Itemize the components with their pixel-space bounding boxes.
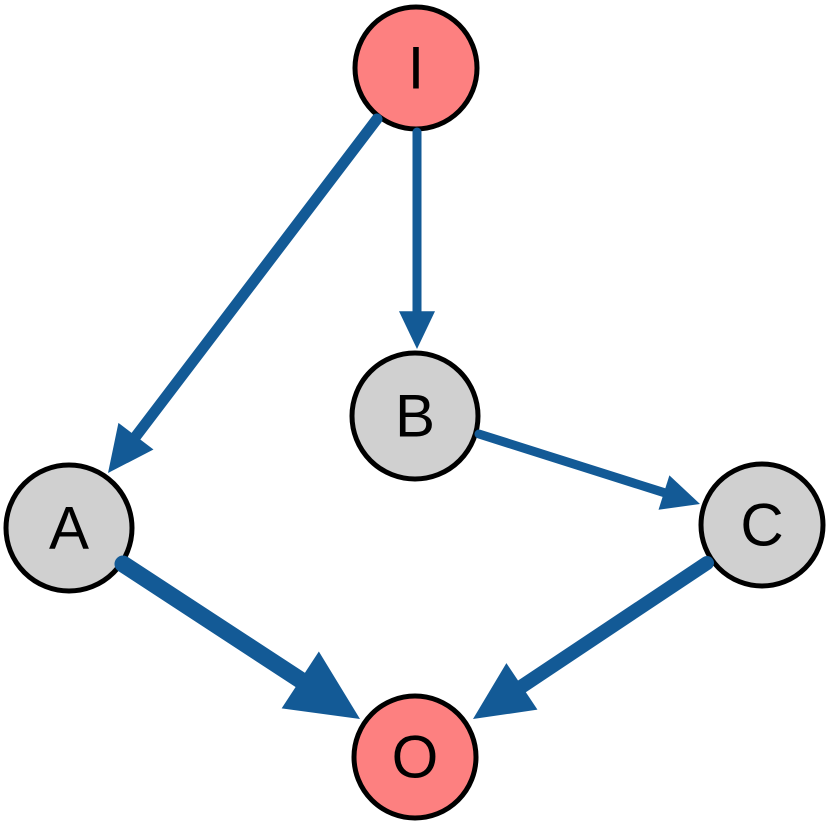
node-C-label: C bbox=[740, 492, 783, 559]
node-I-label: I bbox=[408, 35, 425, 102]
node-C: C bbox=[698, 461, 826, 589]
node-A-circle bbox=[3, 462, 135, 594]
node-O-circle bbox=[351, 693, 479, 821]
edge-B-C-arrowhead-icon bbox=[658, 475, 700, 510]
edge-I-A-shaft bbox=[129, 113, 383, 444]
node-A: A bbox=[3, 462, 135, 594]
node-I: I bbox=[352, 4, 480, 132]
edges-layer bbox=[108, 113, 714, 719]
edge-C-O bbox=[473, 556, 714, 719]
nodes-layer: I B A C O bbox=[3, 4, 826, 821]
edge-I-A-arrowhead-icon bbox=[108, 422, 154, 473]
edge-I-A bbox=[108, 113, 383, 473]
node-O-label: O bbox=[392, 724, 439, 791]
edge-A-O-arrowhead-icon bbox=[281, 651, 360, 719]
edge-A-O bbox=[114, 555, 360, 719]
node-C-circle bbox=[698, 461, 826, 589]
edge-C-O-shaft bbox=[513, 556, 714, 695]
edge-C-O-arrowhead-icon bbox=[473, 663, 538, 719]
edge-A-O-shaft bbox=[114, 555, 311, 690]
node-O: O bbox=[351, 693, 479, 821]
node-B: B bbox=[349, 350, 481, 482]
edge-I-B bbox=[399, 127, 435, 349]
edge-B-C-shaft bbox=[474, 429, 671, 498]
node-B-circle bbox=[349, 350, 481, 482]
edge-B-C bbox=[474, 429, 700, 510]
node-A-label: A bbox=[49, 495, 89, 562]
node-B-label: B bbox=[395, 383, 435, 450]
edge-I-B-arrowhead-icon bbox=[399, 311, 435, 349]
